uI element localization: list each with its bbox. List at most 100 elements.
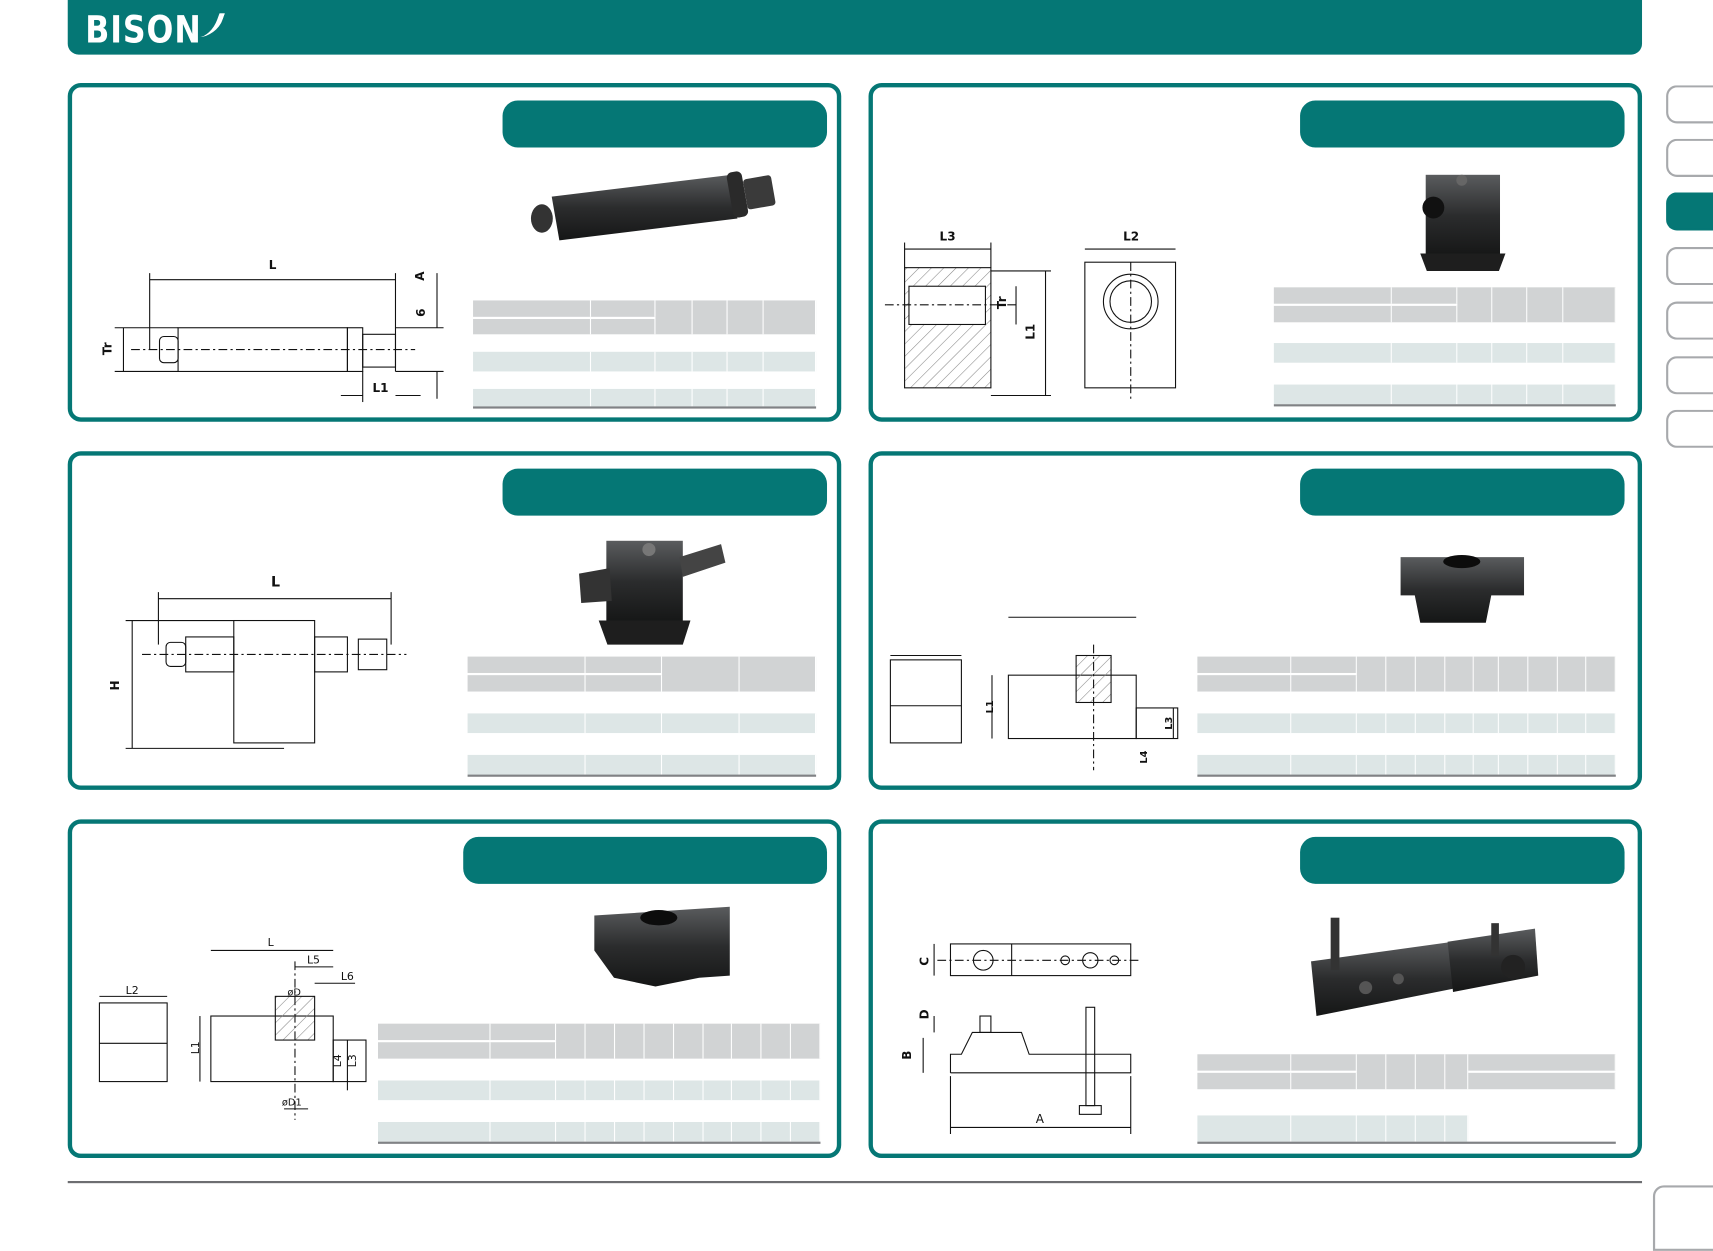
table-bottom-rule	[378, 1141, 821, 1144]
table-row-cell	[1457, 384, 1493, 405]
table-row-cell	[467, 754, 586, 775]
table-row-cell	[761, 1121, 791, 1142]
footer-rule	[67, 1180, 1643, 1184]
product-photo-tnut-2	[594, 906, 730, 987]
section-tab-4[interactable]	[1666, 246, 1713, 286]
table-row-cell	[1528, 713, 1558, 734]
section-tab-6[interactable]	[1666, 356, 1713, 395]
table-row-cell	[727, 351, 764, 372]
dim-label-C: C	[918, 957, 932, 966]
table-header-cell	[1291, 656, 1357, 673]
table-row-cell	[378, 1080, 491, 1101]
dim-label-L: L	[271, 575, 280, 591]
drawing-tnut-2: L L2 L5 L6 øD øD1 L1 L4 L3	[98, 936, 367, 1120]
drawing-clamp-bar: C D B A	[900, 943, 1142, 1135]
table-row-cell	[1356, 754, 1387, 775]
section-tab-7[interactable]	[1666, 409, 1713, 448]
table-row-cell	[1415, 713, 1446, 734]
table-row-cell	[591, 388, 656, 407]
table-row-cell	[615, 1121, 645, 1142]
table-row-cell	[1291, 1115, 1357, 1142]
table-row-cell	[1386, 754, 1416, 775]
dim-label-A: A	[1036, 1112, 1045, 1126]
table-row-cell	[1527, 343, 1564, 363]
dim-label-D1: øD1	[282, 1098, 302, 1109]
table-header-cell	[490, 1042, 557, 1059]
table-row-cell	[655, 388, 693, 407]
dim-label-Tr: Tr	[995, 296, 1009, 309]
table-row-cell	[1445, 713, 1474, 734]
table-row-cell	[1563, 384, 1616, 405]
table-header-cell	[763, 300, 817, 335]
table-header-cell	[1391, 305, 1458, 323]
table-header-cell	[591, 300, 656, 317]
table-row-cell	[1356, 713, 1387, 734]
table-bottom-rule	[473, 406, 817, 409]
table-row-cell	[1457, 343, 1493, 363]
table-header-cell	[1386, 1054, 1416, 1090]
table-row-cell	[1473, 754, 1499, 775]
dim-label-L2: L2	[1123, 229, 1139, 243]
table-header-cell	[1391, 287, 1458, 304]
table-row-cell	[585, 1121, 616, 1142]
table-header-cell	[1528, 656, 1558, 692]
table-row-cell	[1386, 713, 1416, 734]
table-row-cell	[467, 713, 586, 734]
table-row-cell	[674, 1080, 704, 1101]
table-row-cell	[662, 754, 740, 775]
table-header-cell	[1291, 1054, 1357, 1071]
table-header-cell	[703, 1023, 732, 1059]
table-row-cell	[1273, 343, 1392, 363]
dim-label-L3: L3	[346, 1054, 359, 1067]
table-row-cell	[662, 713, 740, 734]
table-row-cell	[739, 754, 817, 775]
table-bottom-rule	[467, 774, 817, 777]
table-header-cell	[473, 318, 592, 335]
section-tab-2[interactable]	[1666, 138, 1713, 177]
dim-label-L2: L2	[126, 984, 139, 997]
table-row-cell	[1415, 1115, 1446, 1142]
title-pill-6	[1300, 836, 1625, 884]
table-row-cell	[1273, 384, 1392, 405]
table-header-cell	[1468, 1072, 1616, 1090]
table-row-cell	[1498, 713, 1529, 734]
table-row-cell	[1197, 713, 1292, 734]
table-header-cell	[556, 1023, 586, 1059]
table-header-cell	[1197, 656, 1292, 673]
title-pill-3	[502, 468, 828, 516]
table-header-cell	[644, 1023, 675, 1059]
table-row-cell	[1557, 713, 1587, 734]
section-tab-1[interactable]	[1666, 85, 1713, 124]
table-row-cell	[1197, 1115, 1292, 1142]
table-header-cell	[731, 1023, 762, 1059]
table-header-cell	[692, 300, 728, 335]
product-photo-clamp-bar	[1311, 917, 1539, 1017]
table-header-cell	[674, 1023, 704, 1059]
dim-label-Tr: Tr	[100, 342, 114, 355]
table-row-cell	[1291, 754, 1357, 775]
section-tab-3[interactable]	[1666, 192, 1713, 231]
table-row-cell	[763, 351, 817, 372]
table-row-cell	[615, 1080, 645, 1101]
table-row-cell	[591, 351, 656, 372]
table-row-cell	[1586, 713, 1616, 734]
table-header-cell	[662, 656, 740, 692]
dim-label-D: øD	[287, 987, 301, 998]
dim-label-L1: L1	[985, 700, 996, 713]
table-row-cell	[490, 1121, 557, 1142]
table-header-cell	[473, 300, 592, 317]
dim-label-L3: L3	[1164, 717, 1175, 730]
table-row-cell	[1473, 713, 1499, 734]
product-photo-tnut-1	[1400, 554, 1525, 623]
table-row-cell	[761, 1080, 791, 1101]
drawing-tnut-1: L1 L3 L4	[889, 616, 1179, 771]
table-row-cell	[1528, 754, 1558, 775]
table-row-cell	[556, 1121, 586, 1142]
table-header-cell	[615, 1023, 645, 1059]
table-row-cell	[674, 1121, 704, 1142]
section-tab-5[interactable]	[1666, 301, 1713, 340]
table-row-cell	[473, 351, 592, 372]
drawing-spindle: L Tr A 6 L1	[100, 258, 444, 403]
table-header-cell	[591, 318, 656, 335]
